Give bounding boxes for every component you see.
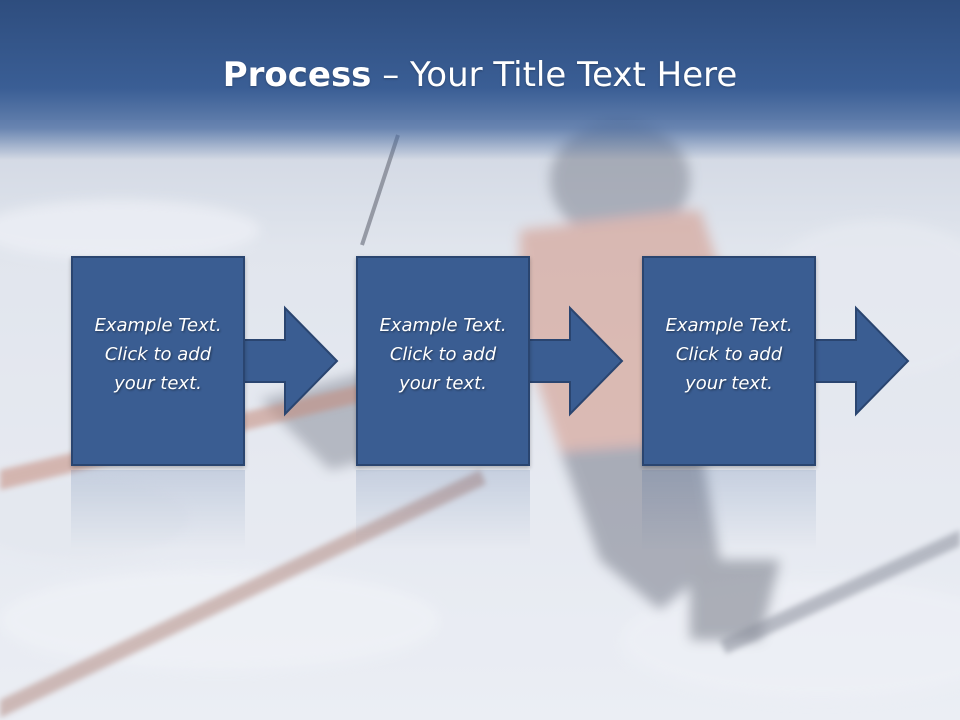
step-reflection <box>642 470 960 550</box>
right-arrow-icon <box>527 305 624 417</box>
right-arrow-icon <box>242 305 339 417</box>
process-step-1[interactable]: Example Text. Click to add your text. <box>71 256 411 468</box>
step-text[interactable]: Example Text. Click to add your text. <box>379 315 507 394</box>
step-reflection <box>71 470 411 550</box>
process-step-3[interactable]: Example Text. Click to add your text. <box>642 256 960 468</box>
right-arrow-icon <box>813 305 910 417</box>
step-box[interactable] <box>71 256 245 466</box>
step-text[interactable]: Example Text. Click to add your text. <box>665 315 793 394</box>
step-box[interactable] <box>356 256 530 466</box>
title-rest-part: – Your Title Text Here <box>371 55 738 95</box>
title-bold-part: Process <box>222 55 372 95</box>
title-band <box>0 0 960 160</box>
step-box[interactable] <box>642 256 816 466</box>
step-text[interactable]: Example Text. Click to add your text. <box>94 315 222 394</box>
slide-title[interactable]: Process – Your Title Text Here <box>0 52 960 98</box>
process-step-2[interactable]: Example Text. Click to add your text. <box>356 256 696 468</box>
step-reflection <box>356 470 696 550</box>
